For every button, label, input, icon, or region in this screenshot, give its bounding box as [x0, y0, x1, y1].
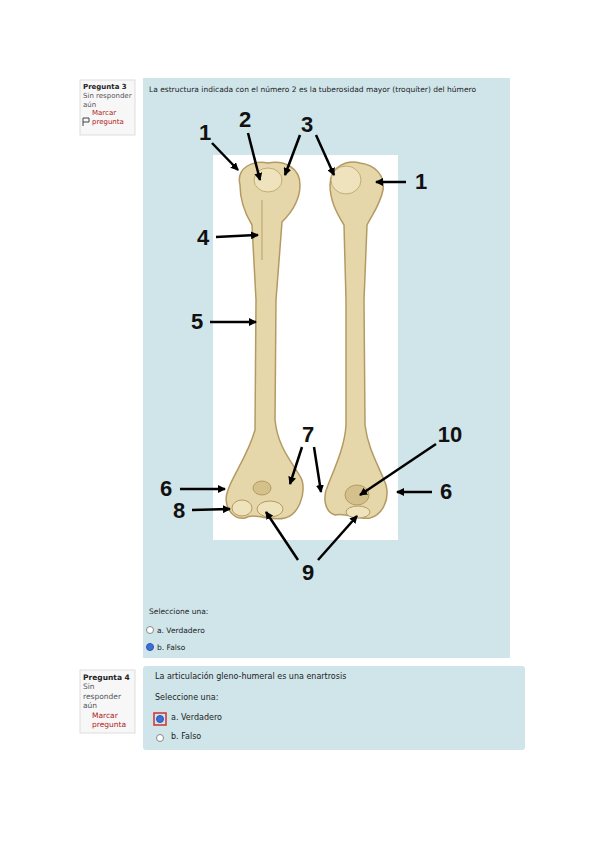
- info-box-bg: [80, 80, 135, 135]
- callout-number: 9: [302, 562, 314, 584]
- prompt-text: Seleccione una:: [149, 607, 208, 616]
- question-panel: La articulación gleno-humeral es una ena…: [143, 666, 525, 750]
- question-panel-bg: [143, 78, 510, 658]
- question-text: La estructura indicada con el número 2 e…: [149, 85, 476, 94]
- callout-number: 2: [239, 109, 251, 131]
- option-text: b. Falso: [171, 732, 201, 741]
- option-text: a. Verdadero: [171, 713, 222, 722]
- option-text: b. Falso: [157, 643, 185, 652]
- callout-number: 8: [173, 500, 185, 522]
- image-ground: [213, 155, 398, 540]
- flag-link: Marcar pregunta: [83, 109, 132, 127]
- question-panel: La estructura indicada con el número 2 e…: [143, 78, 510, 658]
- callout-number: 4: [197, 227, 209, 249]
- radio-button: [157, 735, 164, 742]
- status-text: Sin responder aún: [83, 682, 132, 710]
- flag-link: Marcar pregunta: [83, 711, 132, 730]
- radio-button: [147, 627, 154, 634]
- question-info-box: Pregunta 3Sin responder aúnMarcar pregun…: [80, 80, 135, 135]
- radio-button-checked: [157, 716, 164, 723]
- flag-icon: [83, 118, 89, 126]
- focus-ring: [154, 713, 166, 725]
- question-number: Pregunta 4: [83, 673, 132, 682]
- callout-number: 6: [440, 481, 452, 503]
- callout-number: 10: [438, 424, 462, 446]
- question-panel-bg: [143, 666, 525, 750]
- question-text: La articulación gleno-humeral es una ena…: [155, 672, 346, 681]
- info-box-bg: [80, 670, 135, 733]
- radio-button-checked: [147, 644, 154, 651]
- callout-number: 1: [199, 122, 211, 144]
- callout-number: 3: [301, 114, 313, 136]
- callout-number: 5: [191, 311, 203, 333]
- humerus-anterior: [226, 162, 303, 519]
- leader-lines: [180, 133, 436, 560]
- callout-number: 1: [415, 171, 427, 193]
- status-text: Sin responder aún: [83, 92, 132, 110]
- callout-number: 6: [160, 478, 172, 500]
- option-text: a. Verdadero: [157, 626, 205, 635]
- callout-number: 7: [302, 424, 314, 446]
- question-number: Pregunta 3: [83, 83, 132, 92]
- humerus-posterior: [325, 162, 387, 518]
- question-info-box: Pregunta 4Sin responder aúnMarcar pregun…: [80, 670, 135, 733]
- prompt-text: Seleccione una:: [155, 693, 218, 702]
